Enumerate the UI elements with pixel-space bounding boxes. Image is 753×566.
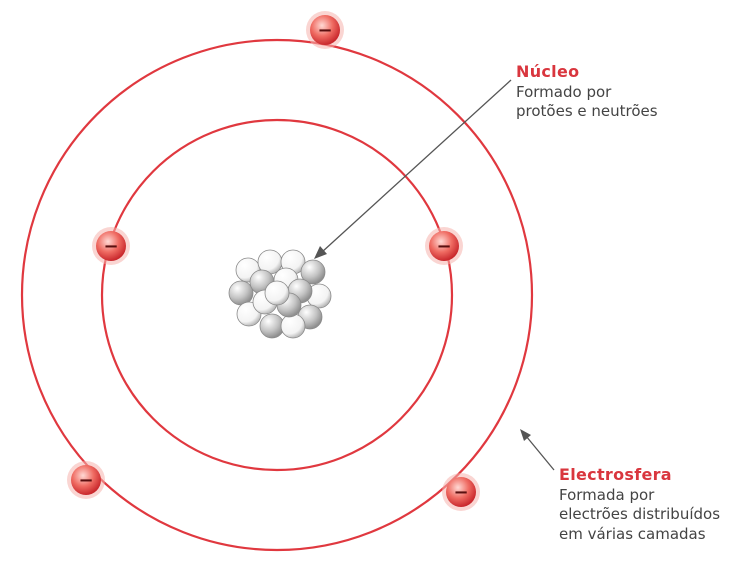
- nucleus-arrow: [314, 79, 512, 259]
- electrosphere-label-line: em várias camadas: [559, 524, 706, 543]
- nucleus-label: Núcleo Formado por protões e neutrões: [516, 62, 658, 122]
- nucleon: [280, 313, 306, 339]
- nucleon: [228, 280, 254, 306]
- electrosphere-label: Electrosfera Formada por electrões distr…: [559, 465, 720, 544]
- electron: −: [442, 473, 480, 511]
- electron-minus-sign: −: [103, 236, 118, 257]
- electron: −: [425, 227, 463, 265]
- electron-minus-sign: −: [317, 20, 332, 41]
- electron-minus-sign: −: [436, 236, 451, 257]
- nucleus-label-line: Formado por: [516, 82, 612, 101]
- electrosphere-arrow: [520, 429, 555, 471]
- electron: −: [92, 227, 130, 265]
- nucleus-label-line: protões e neutrões: [516, 102, 658, 121]
- electrosphere-label-title: Electrosfera: [559, 465, 672, 484]
- nucleus-label-title: Núcleo: [516, 62, 580, 81]
- nucleon: [300, 259, 326, 285]
- nucleon: [259, 313, 285, 339]
- outer-orbit: [20, 38, 534, 552]
- electron-minus-sign: −: [453, 482, 468, 503]
- electron: −: [67, 461, 105, 499]
- nucleus: [228, 249, 332, 339]
- electron: −: [306, 11, 344, 49]
- nucleon: [264, 280, 290, 306]
- inner-orbit: [100, 118, 454, 472]
- electron-minus-sign: −: [78, 470, 93, 491]
- electrosphere-label-line: Formada por: [559, 485, 655, 504]
- electrosphere-label-line: electrões distribuídos: [559, 505, 721, 524]
